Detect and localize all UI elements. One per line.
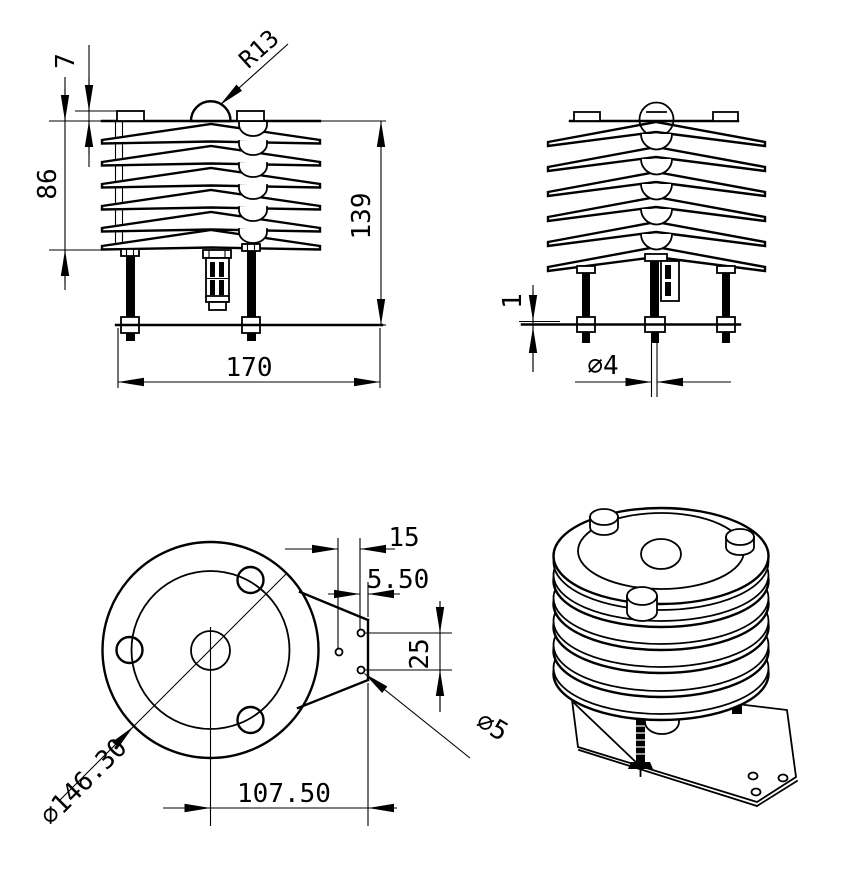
dim-small-hole: ∅5 <box>471 706 513 748</box>
sensor-connector <box>202 249 232 311</box>
left-tie-rod <box>114 121 124 244</box>
bracket-outline <box>296 590 370 710</box>
center-spacer-tabs <box>238 121 268 244</box>
dim-outer-diameter: ∅146.30 <box>35 733 134 832</box>
bracket-hole-3 <box>334 647 344 657</box>
center-spacer-arcs <box>640 133 673 251</box>
center-hole <box>190 630 231 671</box>
top-view: 15 5.50 25 ∅5 ∅146.30 107.50 <box>35 523 513 831</box>
cap-hole-3 <box>236 705 265 735</box>
dim-boss-height: 7 <box>51 53 81 69</box>
cap-hole-2 <box>115 635 144 665</box>
sensor-connector-side <box>660 260 680 302</box>
iso-caps <box>589 508 755 622</box>
iso-bracket <box>570 699 799 808</box>
side-dimensions: 1 ∅4 <box>498 285 731 397</box>
right-leg <box>241 243 261 317</box>
dome-cap <box>189 100 232 123</box>
dim-stack-height: 86 <box>33 168 63 199</box>
left-leg <box>120 248 140 317</box>
inner-circle <box>130 570 291 730</box>
louver-plates <box>100 122 322 251</box>
isometric-view <box>552 506 799 808</box>
dim-total-height: 139 <box>347 193 377 240</box>
dim-base-width: 170 <box>226 353 273 383</box>
cap-hole-1 <box>236 565 265 595</box>
dim-edge-offset: 5.50 <box>367 565 430 595</box>
side-view: 1 ∅4 <box>498 101 767 397</box>
iso-center-hole <box>640 538 682 570</box>
outer-circle <box>101 540 320 760</box>
left-boss <box>116 110 145 122</box>
dim-plate-thickness: 1 <box>498 293 528 309</box>
dim-center-to-bracket: 107.50 <box>237 779 331 809</box>
iso-screw <box>628 716 653 777</box>
dim-hole-spacing: 25 <box>405 638 435 669</box>
bracket-hole-2 <box>356 665 366 675</box>
dim-hole-offset: 15 <box>388 523 419 553</box>
front-view: 7 86 139 170 R13 <box>33 24 386 388</box>
right-boss <box>236 110 265 122</box>
dim-bolt-diameter: ∅4 <box>587 351 618 381</box>
dim-dome-radius: R13 <box>234 24 285 74</box>
bracket-hole-1 <box>356 628 366 638</box>
